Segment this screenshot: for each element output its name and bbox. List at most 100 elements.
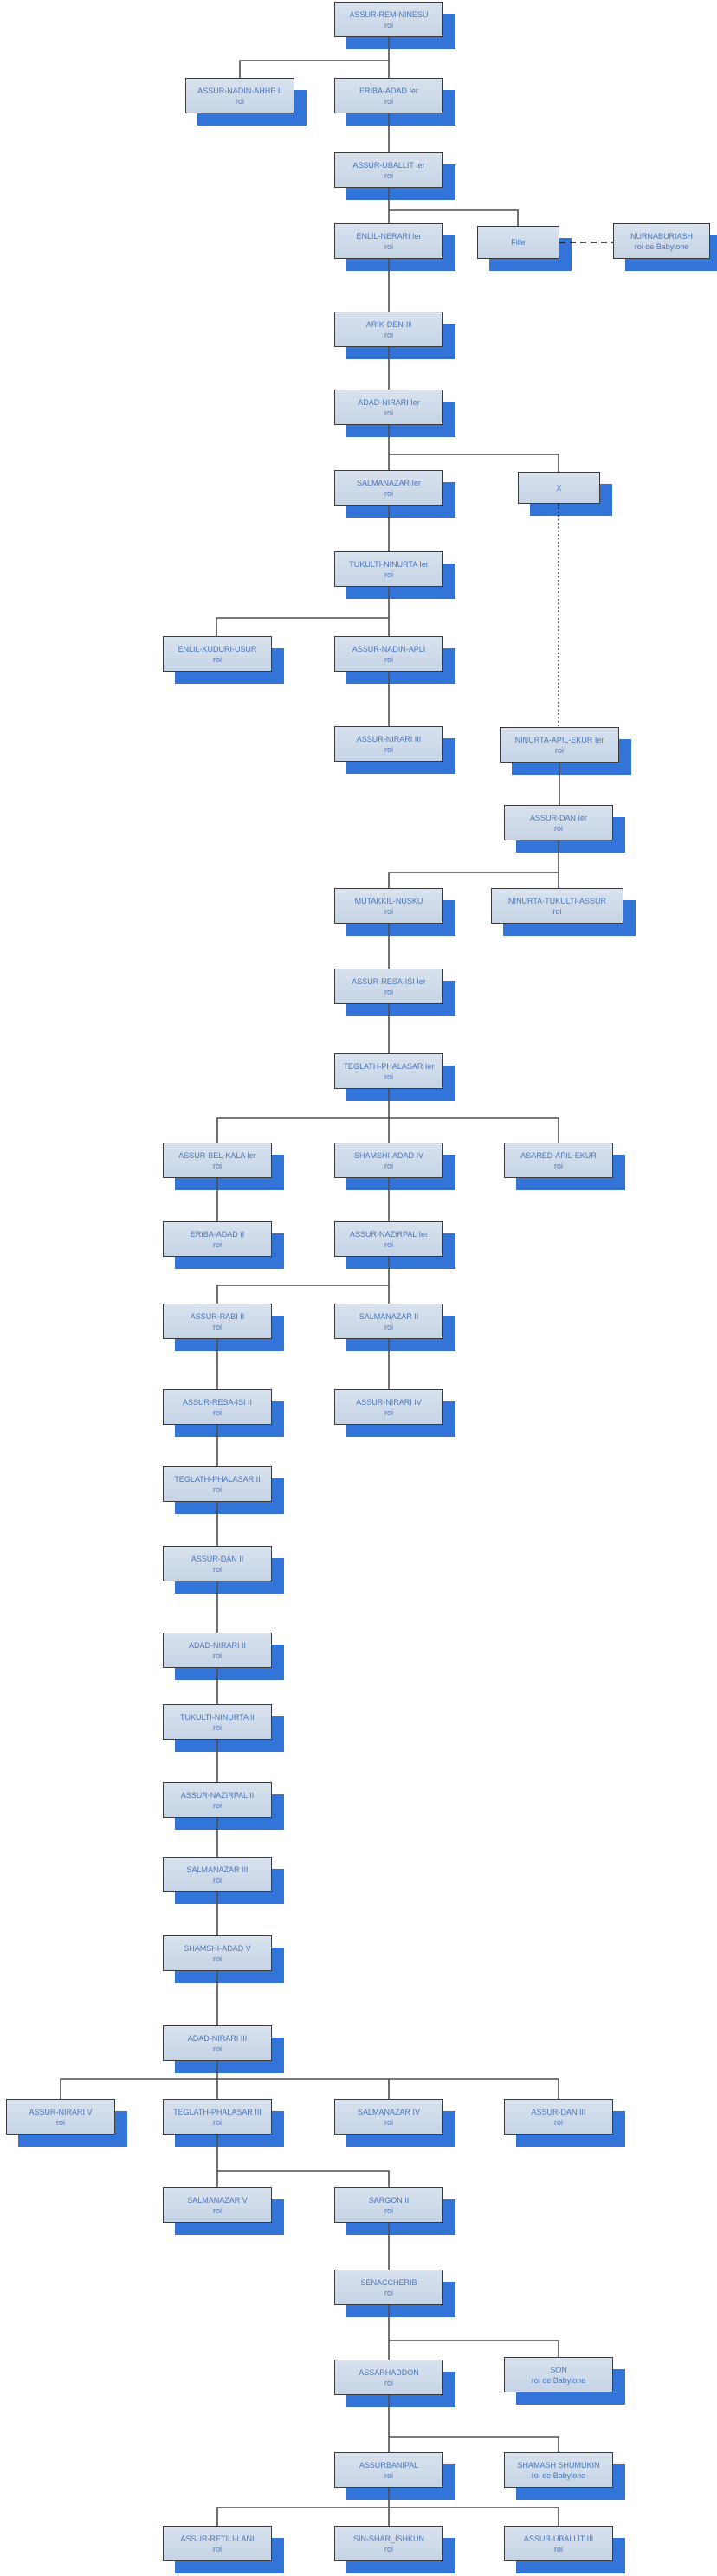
node-label: ASSUR-NADIN-AHHE II bbox=[197, 86, 282, 95]
node-label: ASSUR-NAZIRPAL II bbox=[180, 1790, 255, 1800]
node-sublabel: roi bbox=[553, 2117, 563, 2127]
node-label: ASSUR-NIRARI III bbox=[356, 734, 422, 744]
node-label: SENACCHERIB bbox=[360, 2277, 417, 2287]
node-label: NINURTA-TUKULTI-ASSUR bbox=[507, 896, 606, 905]
tree-node-fille: Fille bbox=[477, 226, 559, 259]
node-label: ASSUR-RESA-ISI Ier bbox=[352, 976, 426, 986]
node-sublabel: roi bbox=[384, 654, 393, 664]
node-sublabel: roi bbox=[212, 1240, 222, 1249]
node-label: Fille bbox=[511, 238, 526, 247]
node-label: TUKULTI-NINURTA II bbox=[179, 1712, 255, 1722]
node-sublabel: roi bbox=[212, 1407, 222, 1417]
node-label: ENLIL-KUDURI-USUR bbox=[178, 644, 257, 654]
connector-solid bbox=[60, 2078, 559, 2099]
connector-solid bbox=[389, 209, 519, 226]
node-label: ASARED-APIL-EKUR bbox=[520, 1150, 597, 1160]
node-label: SHAMSHI-ADAD V bbox=[184, 1943, 251, 1953]
node-label: ASSURBANIPAL bbox=[358, 2460, 419, 2470]
node-label: ADAD-NIRARI Ier bbox=[358, 397, 420, 407]
node-label: ASSUR-NAZIRPAL Ier bbox=[349, 1229, 429, 1239]
node-sublabel: roi bbox=[554, 745, 564, 755]
node-label: ASSUR-NADIN-APLI bbox=[352, 644, 426, 654]
node-label: SARGON II bbox=[368, 2195, 410, 2205]
node-label: SALMANAZAR IV bbox=[357, 2107, 421, 2116]
connector-solid bbox=[217, 2170, 390, 2187]
node-sublabel: roi de Babylone bbox=[531, 2375, 586, 2385]
connector-solid bbox=[216, 2507, 559, 2526]
node-label: TUKULTI-NINURTA Ier bbox=[349, 559, 429, 569]
node-label: ERIBA-ADAD II bbox=[190, 1229, 245, 1239]
node-label: SIN-SHAR_ISHKUN bbox=[352, 2534, 424, 2543]
node-label: ENLIL-NERARI Ier bbox=[356, 231, 422, 241]
node-sublabel: roi bbox=[212, 1954, 222, 1963]
node-label: X bbox=[556, 483, 562, 493]
node-sublabel: roi bbox=[212, 2544, 222, 2553]
node-sublabel: roi bbox=[384, 2117, 393, 2127]
node-sublabel: roi bbox=[384, 408, 393, 417]
tree-node-x-unknown: X bbox=[518, 472, 600, 504]
node-label: ADAD-NIRARI II bbox=[188, 1640, 246, 1650]
node-label: TEGLATH-PHALASAR II bbox=[174, 1474, 261, 1484]
node-label: ARIK-DEN-Ili bbox=[365, 319, 412, 329]
node-sublabel: roi bbox=[235, 96, 244, 106]
node-sublabel: roi bbox=[55, 2117, 65, 2127]
node-sublabel: roi bbox=[384, 1407, 393, 1417]
node-label: NURNABURIASH bbox=[630, 231, 693, 241]
node-sublabel: roi bbox=[384, 242, 393, 251]
node-label: ASSUR-BEL-KALA Ier bbox=[178, 1150, 256, 1160]
node-sublabel: roi bbox=[384, 744, 393, 754]
node-sublabel: roi bbox=[384, 1322, 393, 1331]
node-sublabel: roi bbox=[384, 1072, 393, 1081]
node-label: TEGLATH-PHALASAR III bbox=[173, 2107, 262, 2116]
node-label: SALMANAZAR II bbox=[358, 1311, 419, 1321]
node-sublabel: roi bbox=[384, 906, 393, 916]
node-sublabel: roi de Babylone bbox=[634, 242, 689, 251]
node-sublabel: roi bbox=[384, 1161, 393, 1170]
node-sublabel: roi bbox=[212, 1875, 222, 1884]
node-label: SALMANAZAR V bbox=[187, 2195, 248, 2205]
node-label: ASSUR-NIRARI IV bbox=[356, 1397, 422, 1407]
node-label: SHAMASH SHUMUKIN bbox=[517, 2460, 600, 2470]
node-label: ASSUR-RETILI-LANI bbox=[180, 2534, 255, 2543]
node-sublabel: roi bbox=[384, 2544, 393, 2553]
node-label: ASSUR-DAN Ier bbox=[529, 813, 587, 822]
node-label: ERIBA-ADAD Ier bbox=[358, 86, 418, 95]
node-sublabel: roi bbox=[212, 1800, 222, 1810]
connector-solid bbox=[389, 454, 559, 472]
node-sublabel: roi bbox=[212, 2117, 222, 2127]
connector-solid bbox=[239, 60, 389, 78]
node-label: ASSUR-REM-NINESU bbox=[349, 10, 429, 19]
